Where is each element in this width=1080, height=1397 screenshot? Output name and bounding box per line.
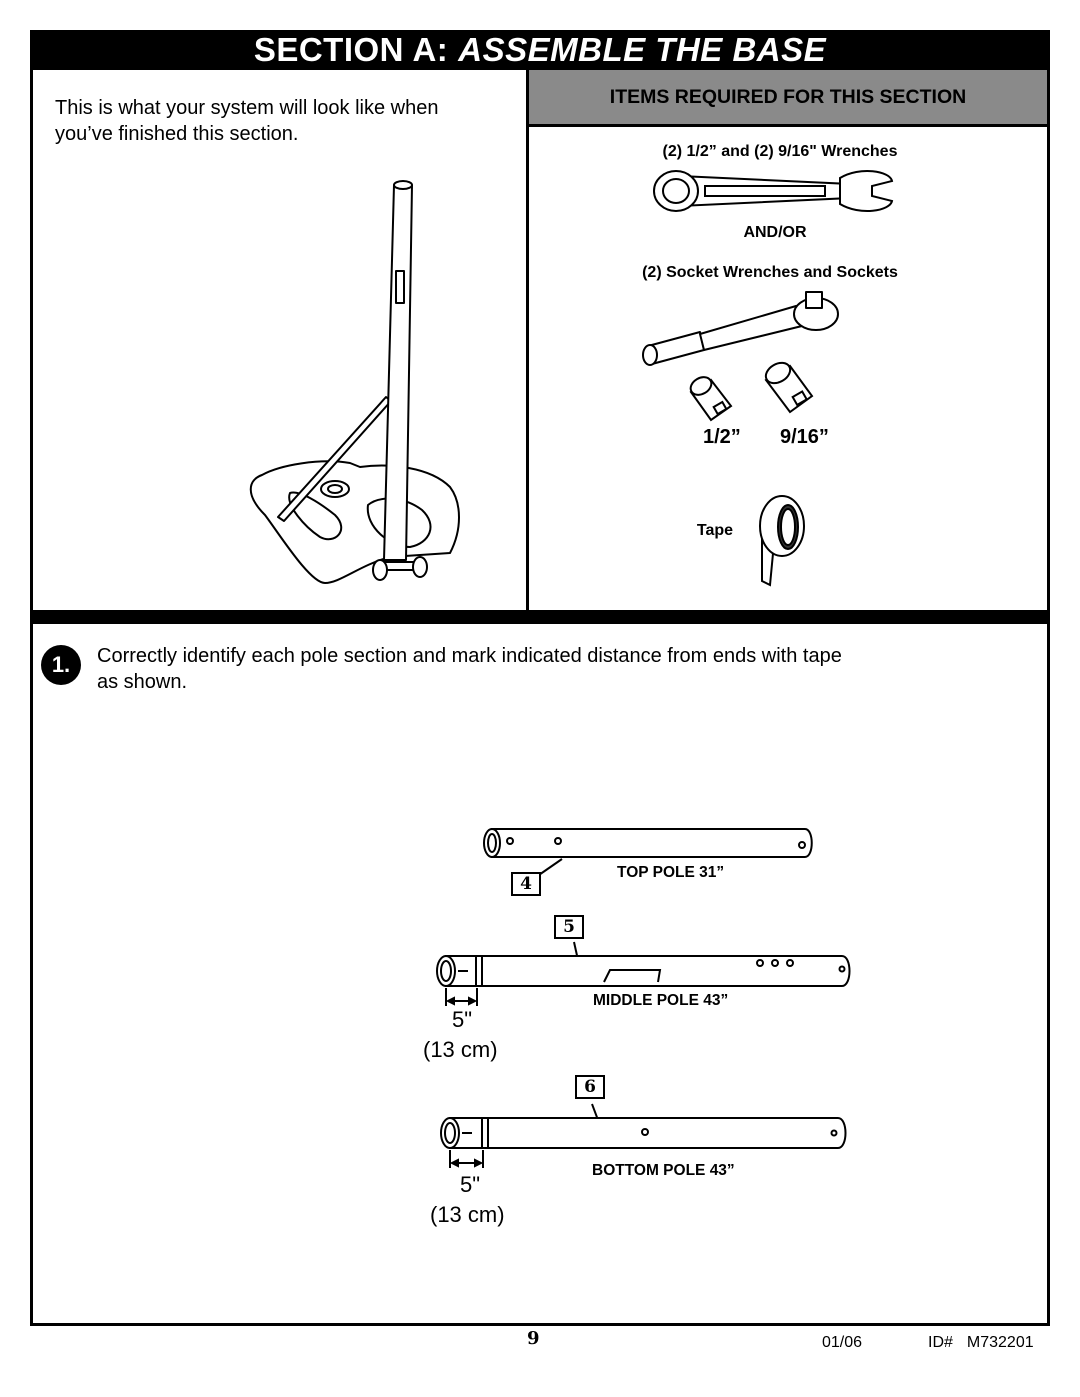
wrenches-label: (2) 1/2” and (2) 9/16" Wrenches — [662, 143, 898, 160]
middle-pole-mark-cm: (13 cm) — [423, 1037, 498, 1062]
part-number-4: 4 — [511, 872, 541, 896]
middle-pole-illustration — [436, 941, 851, 1006]
intro-text: This is what your system will look like … — [55, 97, 439, 145]
step-number-badge: 1. — [41, 645, 81, 685]
middle-pole-label: MIDDLE POLE 43” — [593, 992, 729, 1009]
size-half-inch: 1/2” — [703, 426, 741, 448]
footer-date: 01/06 — [822, 1334, 863, 1351]
section-label: SECTION A: — [253, 31, 449, 68]
section-divider — [30, 610, 1050, 624]
top-pole-label: TOP POLE 31” — [617, 864, 725, 881]
items-required-heading: ITEMS REQUIRED FOR THIS SECTION — [529, 70, 1047, 127]
middle-pole-mark-inches: 5" — [452, 1007, 473, 1032]
bottom-pole-mark-inches: 5" — [460, 1172, 481, 1197]
section-title: ASSEMBLE THE BASE — [458, 31, 827, 68]
footer-id-value: M732201 — [966, 1334, 1034, 1351]
step-instruction: Correctly identify each pole section and… — [97, 645, 842, 693]
socket-half-inch-icon — [689, 376, 733, 422]
part-number-6: 6 — [575, 1075, 605, 1099]
tape-label: Tape — [696, 522, 734, 539]
page-number: 9 — [527, 1328, 540, 1349]
top-pole-illustration — [483, 828, 813, 878]
assembled-base-illustration — [249, 180, 460, 584]
andor-label: AND/OR — [743, 224, 807, 241]
footer-id-label: ID# — [928, 1334, 953, 1351]
size-nine-sixteenths: 9/16” — [780, 426, 829, 448]
sockets-label: (2) Socket Wrenches and Sockets — [642, 264, 898, 281]
bottom-pole-mark-cm: (13 cm) — [430, 1202, 505, 1227]
bottom-pole-illustration — [440, 1103, 847, 1168]
bottom-pole-label: BOTTOM POLE 43” — [592, 1162, 735, 1179]
tape-icon — [759, 495, 805, 587]
column-divider — [526, 70, 529, 612]
wrench-icon — [653, 170, 894, 212]
section-banner: SECTION A:ASSEMBLE THE BASE — [30, 30, 1050, 70]
socket-nine-sixteenths-icon — [764, 361, 814, 414]
footer-id: ID# M732201 — [928, 1334, 1034, 1352]
socket-wrench-icon — [642, 291, 839, 366]
part-number-5: 5 — [554, 915, 584, 939]
